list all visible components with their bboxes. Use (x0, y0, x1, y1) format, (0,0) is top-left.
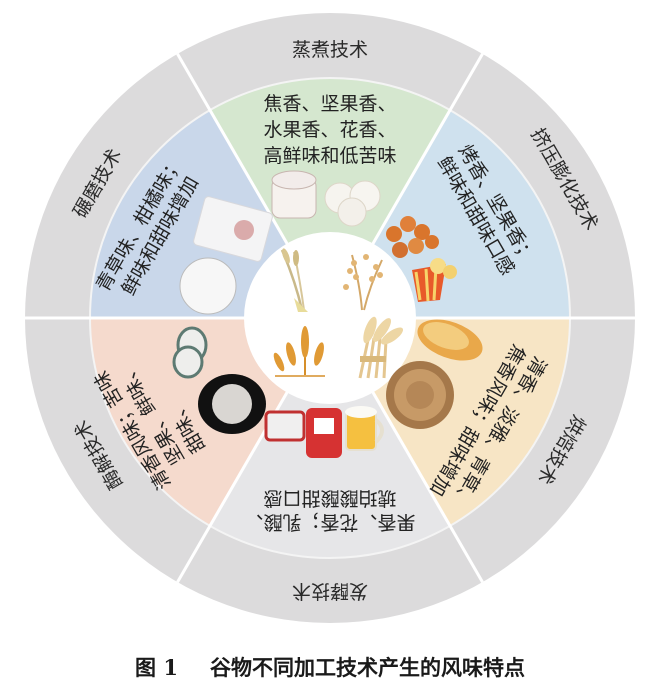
flour-bag-image (193, 196, 273, 262)
svg-text:琥珀酸酸甜口感: 琥珀酸酸甜口感 (263, 487, 396, 509)
flavor-wheel-diagram: 蒸煮技术 挤压膨化技术 烘焙技术 发酵技术 酶解技术 碾磨技术 焦香、坚果香、 … (25, 13, 635, 623)
popcorn-image (412, 258, 457, 302)
figure-title: 谷物不同加工技术产生的风味特点 (209, 655, 525, 680)
flour-bowl-image (179, 257, 237, 315)
figure-caption: 图 1 谷物不同加工技术产生的风味特点 (0, 652, 660, 682)
svg-text:水果香、花香、: 水果香、花香、 (263, 119, 396, 141)
fermented-drink-image (264, 408, 342, 458)
technique-label-steaming: 蒸煮技术 (292, 39, 368, 61)
flavor-text-fermentation: 果香、花香；乳酸、 琥珀酸酸甜口感 (244, 487, 415, 533)
steamed-buns-image (324, 180, 381, 227)
rice-stalk-icon (343, 254, 383, 311)
svg-text:焦香、坚果香、: 焦香、坚果香、 (263, 93, 396, 115)
wheat-bundle-icon (358, 316, 404, 379)
wheat-ears-icon (273, 326, 325, 377)
grain-core (244, 232, 416, 404)
svg-text:果香、花香；乳酸、: 果香、花香；乳酸、 (244, 511, 415, 533)
beer-mug-image (345, 406, 384, 451)
wheat-stalk-icon (280, 248, 308, 312)
svg-text:高鲜味和低苦味: 高鲜味和低苦味 (263, 145, 396, 167)
figure-number: 图 1 (135, 655, 178, 680)
bread-image (417, 319, 483, 361)
enzyme-dishes-image (172, 326, 266, 434)
flavor-text-steaming: 焦香、坚果香、 水果香、花香、 高鲜味和低苦味 (263, 93, 396, 167)
technique-label-fermentation: 发酵技术 (292, 580, 368, 602)
biscuit-image (386, 361, 454, 429)
rice-cooker-image (271, 170, 317, 219)
puffed-snacks-image (386, 216, 439, 258)
